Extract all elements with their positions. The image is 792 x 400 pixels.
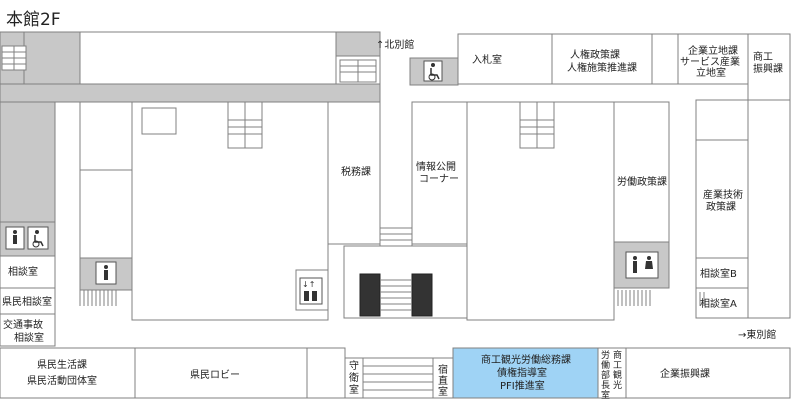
room-kigyo-shinko [625,347,791,399]
restroom-icon [95,261,117,285]
west-court-utility [141,107,177,135]
room-kigyo-ricchi [677,33,749,85]
room-shuei-label-2: 衛 [349,371,359,384]
room-lobby-label: 県民ロビー [190,369,240,381]
room-kigyo-ricchi-label-3: 立地室 [696,66,726,79]
restroom-icon [625,251,659,279]
escalator-right [411,273,433,317]
room-sodan-b-label: 相談室B [700,267,737,280]
room-jinken-annex [651,33,679,85]
stairs-east-center [519,101,555,149]
room-joho-label-1: 情報公開 [416,160,456,173]
room-shoko-label-1: 商工 [753,50,773,63]
svg-text:↓↑: ↓↑ [302,280,315,289]
west-room-mid [79,169,133,259]
west-corridor [0,101,56,223]
restroom-icon [5,226,25,250]
wheelchair-icon [423,60,443,82]
room-buchou-label-7: 工 [613,361,622,371]
room-sodan-a-label: 相談室A [700,297,737,310]
room-buchou-label-8: 観 [613,369,622,381]
room-kotsu [0,313,56,347]
room-buchou-label-5: 室 [601,389,610,400]
room-kenmin-sodan-label: 県民相談室 [2,295,52,308]
room-buchou-label-6: 商 [613,349,622,361]
south-rooms: 県民生活課 県民活動団体室 県民ロビー 守 衛 室 宿 直 室 商工観光労働総務… [0,347,791,400]
room-zeimu [327,101,381,245]
room-shoko-kanko-label-2: 債権指導室 [497,366,547,379]
northeast-rooms: 入札室 人権政策課 人権施策推進課 企業立地課 サービス産業 立地室 商工 振興… [457,33,791,101]
room-sodan [0,255,56,289]
stairs-west-center [227,101,263,149]
room-zeimu-label: 税務課 [341,165,371,178]
room-joho [411,101,468,245]
escalator-left [359,273,381,317]
room-kigyo-ricchi-label-1: 企業立地課 [688,44,738,57]
room-buchou-label-3: 部 [601,369,610,381]
room-sodan-label: 相談室 [8,265,38,278]
elevator-icon: ↓↑ [299,277,323,305]
room-jinken-label-1: 人権政策課 [570,48,620,61]
room-sodan-a [695,287,749,319]
east-annex-label: →東別館 [738,328,776,341]
room-buchou-label-1: 労 [601,349,610,361]
room-buchou-label-4: 長 [601,380,610,391]
room-jinken-label-2: 人権施策推進課 [567,61,637,74]
room-kigyo-ricchi-label-2: サービス産業 [680,55,740,68]
room-shukuchoku-label-3: 室 [438,385,448,398]
room-buchou-label-2: 働 [601,359,610,371]
room-kotsu-label-1: 交通事故 [3,318,43,331]
stairs-north-center [339,59,377,83]
floor-title: 本館2F [6,10,61,30]
room-shoko-kanko-label-3: PFI推進室 [500,379,545,392]
west-column: 相談室 県民相談室 交通事故 相談室 [0,255,56,347]
room-jinken [551,33,653,85]
west-room-top [79,101,133,171]
room-rodo-seisaku-label: 労働政策課 [617,175,667,188]
room-shuei-label-3: 室 [349,383,359,396]
room-seikatsu-label-1: 県民生活課 [37,358,87,371]
room-shoko-kanko-label-1: 商工観光労働総務課 [481,353,571,366]
room-shukuchoku-label-2: 直 [438,374,448,387]
room-rodo-seisaku [613,101,670,243]
north-annex-label: ↑北別館 [376,38,414,51]
room-nyusatsu-label: 入札室 [472,53,502,66]
central-stairs [343,227,469,319]
stair-ticks [79,290,705,306]
room-shoko-label-2: 振興課 [753,62,783,75]
room-shukuchoku-label-1: 宿 [438,363,448,376]
elevator-area: ↓↑ [295,269,329,311]
east-column: 産業技術 政策課 相談室B 相談室A [695,99,791,319]
room-sangyo [695,139,749,259]
wheelchair-icon [27,226,49,250]
room-seikatsu-label-2: 県民活動団体室 [27,374,97,387]
stairs-northwest [1,45,27,71]
room-joho-label-2: コーナー [419,173,459,185]
room-buchou-label-9: 光 [613,379,622,391]
room-lobby [134,347,308,399]
room-kigyo-shinko-label: 企業振興課 [660,367,710,380]
room-sangyo-label-2: 政策課 [706,200,736,213]
room-buchou [597,347,627,399]
room-nyusatsu [457,33,553,85]
room-kotsu-label-2: 相談室 [14,331,44,344]
room-seikatsu [0,347,136,399]
room-sangyo-label-1: 産業技術 [703,188,743,201]
north-hall-block [79,31,337,85]
room-shoko-kanko-highlight [452,347,599,399]
room-shuei-label-1: 守 [349,359,359,372]
